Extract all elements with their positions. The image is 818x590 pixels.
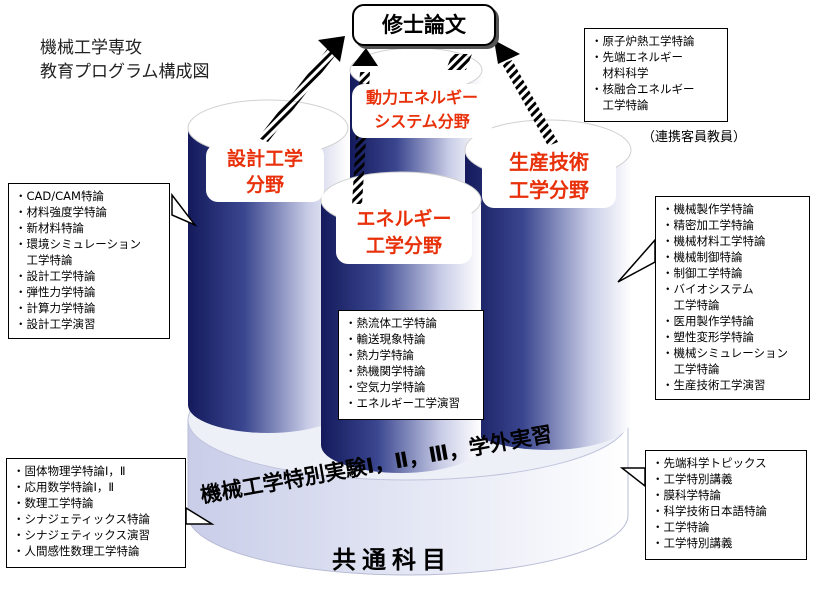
visiting-course-list: ・原子炉熱工学特論・先端エネルギー 材料科学・核融合エネルギー 工学特論 [591, 33, 721, 113]
course-item: 工学特論 [591, 98, 649, 112]
production-course-list: ・機械製作学特論・精密加工学特論・機械材料工学特論・機械制御特論・制御工学特論・… [662, 201, 803, 393]
course-item: ・工学特別講義 [652, 536, 733, 550]
course-item: ・空気力学特論 [345, 380, 426, 394]
production-course-box: ・機械製作学特論・精密加工学特論・機械材料工学特論・機械制御特論・制御工学特論・… [655, 196, 810, 400]
course-item: ・シナジェティックス特論 [13, 512, 150, 526]
thesis-box: 修士論文 [352, 4, 496, 46]
course-item: ・新材料特論 [15, 221, 84, 235]
course-item: ・シナジェティックス演習 [13, 528, 150, 542]
course-item: ・CAD/CAM特論 [15, 189, 104, 203]
course-item: ・設計工学特論 [15, 269, 96, 283]
page-title-line1: 機械工学専攻 [40, 38, 142, 58]
field-label-energy: エネルギー 工学分野 [336, 204, 472, 264]
course-item: ・環境シミュレーション [15, 237, 142, 251]
course-item: ・設計工学演習 [15, 317, 96, 331]
course-item: ・エネルギー工学演習 [345, 396, 460, 410]
course-item: 工学特論 [662, 362, 720, 376]
course-item: ・応用数学特論Ⅰ，Ⅱ [13, 480, 115, 494]
field-label-power: 動力エネルギー システム分野 [352, 84, 492, 138]
page-title-line2: 教育プログラム構成図 [40, 62, 210, 82]
course-item: ・制御工学特論 [662, 266, 743, 280]
energy-course-box: ・熱流体工学特論・輸送現象特論・熱力学特論・熱機関学特論・空気力学特論・エネルギ… [338, 310, 484, 420]
course-item: ・熱流体工学特論 [345, 316, 437, 330]
course-item: ・膜科学特論 [652, 488, 721, 502]
course-item: ・先端科学トピックス [652, 456, 767, 470]
field-label-production-line2: 工学分野 [509, 178, 589, 202]
course-item: ・医用製作学特論 [662, 314, 754, 328]
course-item: ・弾性力学特論 [15, 285, 96, 299]
course-item: ・工学特論 [652, 520, 710, 534]
design-course-box: ・CAD/CAM特論・材料強度学特論・新材料特論・環境シミュレーション 工学特論… [8, 183, 170, 339]
course-item: ・精密加工学特論 [662, 218, 754, 232]
course-item: ・熱力学特論 [345, 348, 414, 362]
course-item: ・材料強度学特論 [15, 205, 107, 219]
field-label-energy-line2: 工学分野 [365, 235, 442, 257]
arrow-design-to-thesis [258, 36, 345, 142]
course-item: ・計算力学特論 [15, 301, 96, 315]
course-item: ・輸送現象特論 [345, 332, 426, 346]
arrow-production-to-thesis [494, 40, 558, 146]
field-label-design-line1: 設計工学 [226, 148, 303, 170]
course-item: ・固体物理学特論Ⅰ，Ⅱ [13, 464, 126, 478]
visiting-course-box: ・原子炉熱工学特論・先端エネルギー 材料科学・核融合エネルギー 工学特論 [584, 28, 728, 122]
course-item: 工学特論 [15, 253, 73, 267]
course-item: 材料科学 [591, 66, 649, 80]
field-label-production-line1: 生産技術 [509, 150, 589, 174]
field-label-energy-line1: エネルギー [356, 208, 452, 230]
energy-course-list: ・熱流体工学特論・輸送現象特論・熱力学特論・熱機関学特論・空気力学特論・エネルギ… [345, 315, 477, 411]
course-item: ・人間感性数理工学特論 [13, 544, 140, 558]
common-right-course-list: ・先端科学トピックス・工学特別講義・膜科学特論・科学技術日本語特論・工学特論・工… [652, 455, 800, 551]
visiting-faculty-note: （連携客員教員） [642, 130, 747, 145]
base-common-text: 共通科目 [332, 546, 452, 574]
cylinder-design [187, 99, 349, 433]
course-item: ・核融合エネルギー [591, 82, 695, 96]
course-item: ・熱機関学特論 [345, 364, 426, 378]
course-item: ・機械材料工学特論 [662, 234, 766, 248]
course-item: ・工学特別講義 [652, 472, 733, 486]
course-item: ・数理工学特論 [13, 496, 94, 510]
field-label-production: 生産技術 工学分野 [482, 146, 616, 208]
design-course-list: ・CAD/CAM特論・材料強度学特論・新材料特論・環境シミュレーション 工学特論… [15, 188, 163, 332]
field-label-power-line1: 動力エネルギー [365, 88, 478, 107]
common-left-course-box: ・固体物理学特論Ⅰ，Ⅱ ・応用数学特論Ⅰ，Ⅱ ・数理工学特論・シナジェティックス特論… [6, 458, 186, 568]
field-label-design: 設計工学 分野 [206, 144, 324, 202]
course-item: ・塑性変形学特論 [662, 330, 754, 344]
field-label-power-line2: システム分野 [374, 112, 470, 131]
course-item: ・原子炉熱工学特論 [591, 34, 695, 48]
common-left-course-list: ・固体物理学特論Ⅰ，Ⅱ ・応用数学特論Ⅰ，Ⅱ ・数理工学特論・シナジェティックス特論… [13, 463, 179, 559]
course-item: 工学特論 [662, 298, 720, 312]
course-item: ・機械製作学特論 [662, 202, 754, 216]
course-item: ・生産技術工学演習 [662, 378, 766, 392]
common-right-course-box: ・先端科学トピックス・工学特別講義・膜科学特論・科学技術日本語特論・工学特論・工… [645, 450, 807, 560]
field-label-design-line2: 分野 [245, 174, 284, 196]
course-item: ・バイオシステム [662, 282, 754, 296]
arrow-power-to-thesis [446, 54, 472, 70]
course-item: ・機械シミュレーション [662, 346, 789, 360]
course-item: ・科学技術日本語特論 [652, 504, 767, 518]
page-title: 機械工学専攻 教育プログラム構成図 [40, 36, 210, 84]
course-item: ・先端エネルギー [591, 50, 683, 64]
course-item: ・機械制御特論 [662, 250, 743, 264]
